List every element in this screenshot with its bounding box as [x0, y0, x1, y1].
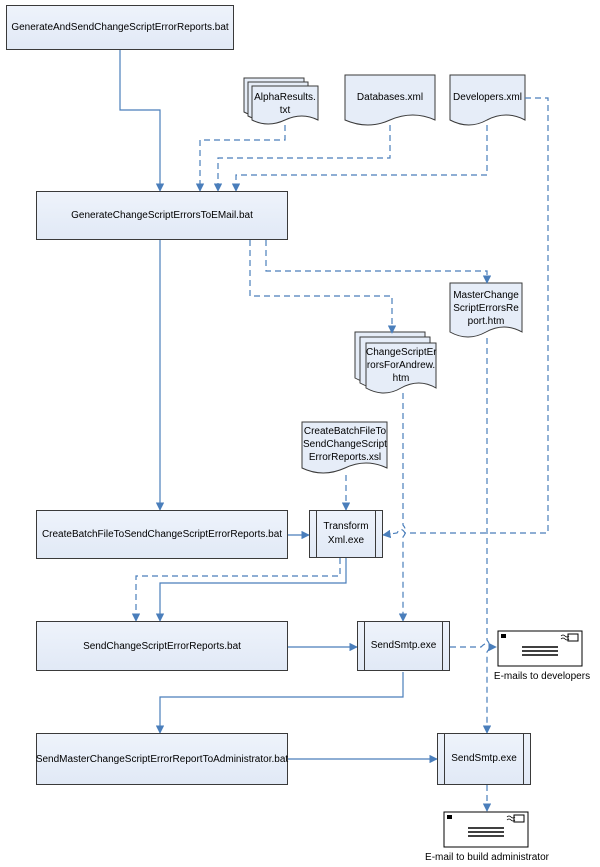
email-admin-caption: E-mail to build administrator	[425, 852, 549, 863]
alpha-results-label: AlphaResults. txt	[254, 92, 316, 116]
dashed-connectors	[131, 97, 549, 812]
doc-andrew-report	[354, 331, 437, 394]
xsl-file-label: CreateBatchFileTo SendChangeScript Error…	[303, 426, 387, 463]
doc-master-report	[449, 282, 523, 338]
andrew-report-label: ChangeScriptEr rorsForAndrew. htm	[366, 347, 437, 384]
emails-developers-caption: E-mails to developers	[493, 671, 591, 682]
send-master-bat: SendMasterChangeScriptErrorReportToAdmin…	[36, 733, 288, 785]
envelope-icon	[497, 630, 583, 667]
doc-alpha-results	[243, 77, 319, 125]
developers-xml-label: Developers.xml	[453, 92, 522, 103]
send-smtp-exe-2: SendSmtp.exe	[437, 733, 531, 785]
create-batch-bat: CreateBatchFileToSendChangeScriptErrorRe…	[36, 510, 288, 559]
solid-connectors	[119, 50, 438, 764]
send-smtp-exe-1: SendSmtp.exe	[357, 621, 450, 671]
send-reports-bat: SendChangeScriptErrorReports.bat	[36, 621, 288, 671]
master-report-label: MasterChange ScriptErrorsRe port.htm	[453, 290, 519, 327]
doc-xsl-file	[301, 421, 388, 474]
doc-databases-xml	[344, 74, 436, 126]
generate-errors-email-bat: GenerateChangeScriptErrorsToEMail.bat	[36, 191, 288, 240]
databases-xml-label: Databases.xml	[356, 92, 424, 103]
doc-developers-xml	[449, 74, 526, 126]
transform-xml-exe: Transform Xml.exe	[309, 510, 383, 558]
generate-and-send-bat: GenerateAndSendChangeScriptErrorReports.…	[6, 5, 234, 50]
envelope-icon	[443, 811, 529, 848]
